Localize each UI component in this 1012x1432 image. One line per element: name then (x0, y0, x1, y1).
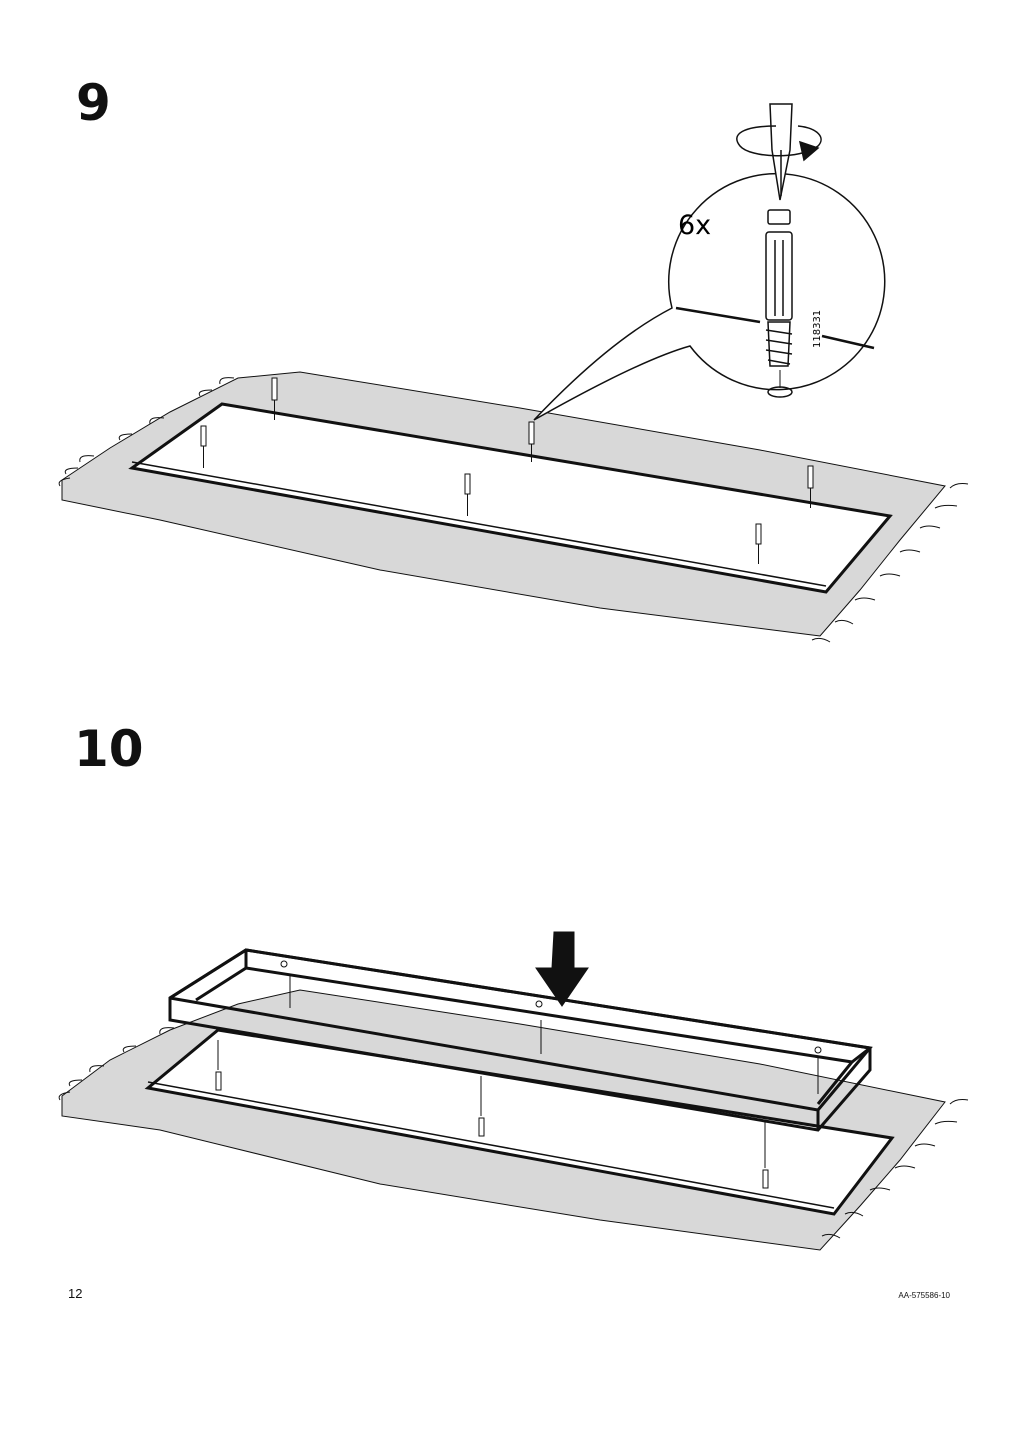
frame (168, 948, 873, 1132)
screwdriver-icon (769, 103, 793, 201)
dowel-icon (765, 209, 793, 367)
dowel-icon (215, 1071, 769, 1189)
step-10-number: 10 (74, 720, 144, 778)
part-number: 118331 (812, 310, 823, 348)
panel (128, 402, 893, 594)
document-code: AA-575586-10 (898, 1291, 950, 1300)
step-9-illustration: 6x 118331 (58, 103, 969, 643)
step-10-illustration (58, 931, 969, 1251)
rug-fringe (58, 377, 969, 643)
rotation-arrow-icon (736, 125, 822, 162)
alignment-guides (217, 976, 819, 1168)
down-arrow-icon (535, 931, 589, 1007)
step-9-number: 9 (76, 74, 111, 132)
page-number: 12 (68, 1286, 83, 1301)
detail-callout: 6x 118331 (533, 172, 886, 421)
base-panel (144, 1028, 895, 1216)
rug-fringe (58, 1027, 969, 1239)
dowel-icon (200, 377, 814, 564)
quantity-label: 6x (678, 210, 711, 241)
